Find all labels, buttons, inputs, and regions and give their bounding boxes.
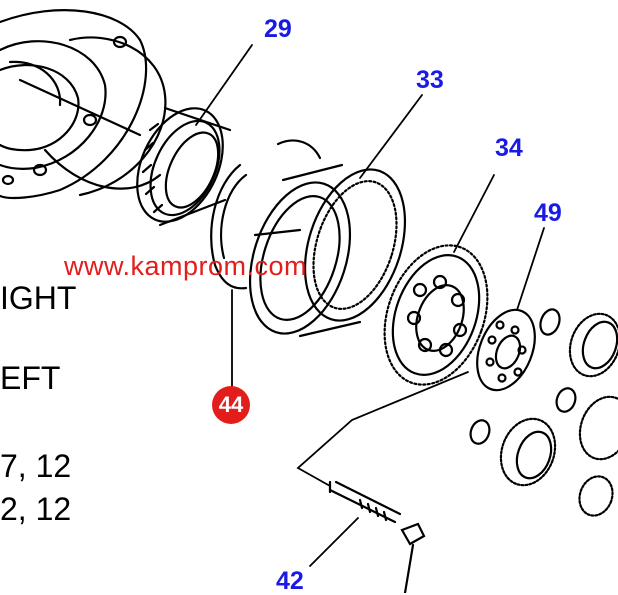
label-right: IGHT (0, 280, 77, 316)
planet-gears-part (469, 308, 618, 517)
callout-42: 42 (276, 567, 304, 595)
label-left: EFT (0, 360, 61, 396)
watermark: www.kamprom.com (64, 251, 308, 281)
snap-ring-part (210, 139, 322, 290)
callout-34: 34 (495, 134, 523, 162)
callout-29: 29 (264, 15, 292, 43)
ring-gear-part (248, 163, 407, 338)
reference-line-2: 2, 12 (0, 491, 72, 527)
carrier-gear-part (383, 244, 489, 386)
stud-bolt-part (328, 480, 426, 593)
callout-49: 49 (534, 199, 562, 227)
reference-line-1: 7, 12 (0, 448, 72, 484)
bearing-part (136, 106, 232, 227)
wheel-hub-part (0, 9, 167, 200)
callout-44-badge: 44 (212, 386, 250, 424)
callout-33: 33 (416, 66, 444, 94)
leader-lines (195, 44, 545, 567)
thrust-washer-part (476, 308, 536, 392)
